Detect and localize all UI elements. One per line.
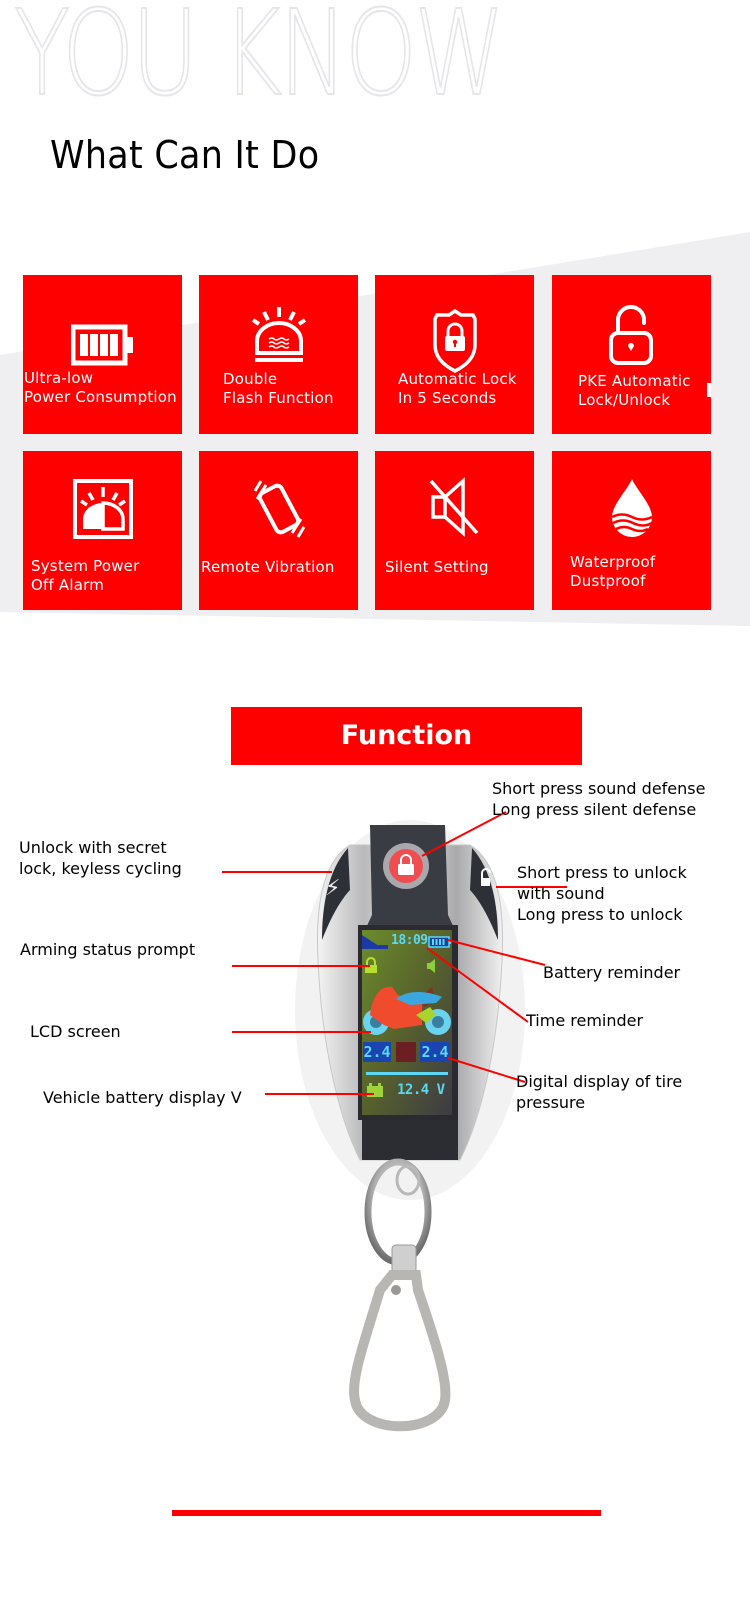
- lightning-icon: ⚡: [325, 876, 340, 901]
- callout-unlock-sound: Short press to unlock with sound Long pr…: [517, 863, 687, 924]
- callout-sound-defense: Short press sound defense Long press sil…: [492, 779, 706, 819]
- feature-label: Automatic Lock In 5 Seconds: [398, 370, 517, 407]
- screen-tire-left: 2.4: [363, 1042, 391, 1062]
- feature-card-flash: Double Flash Function: [199, 275, 358, 434]
- feature-card-waterproof: Waterproof Dustproof: [552, 451, 711, 610]
- feature-label: System Power Off Alarm: [31, 557, 140, 594]
- screen-time: 18:09: [391, 933, 428, 948]
- screen-tire-right: 2.4: [420, 1042, 450, 1062]
- flashing-beacon-icon: [251, 307, 306, 362]
- feature-card-power-off-alarm: System Power Off Alarm: [23, 451, 182, 610]
- feature-label: Double Flash Function: [223, 370, 334, 407]
- feature-label: Ultra-low Power Consumption: [24, 369, 177, 406]
- page-title: What Can It Do: [50, 133, 320, 177]
- callout-tire-pressure: Digital display of tire pressure: [516, 1072, 683, 1112]
- function-section-banner: Function: [231, 707, 582, 765]
- unlock-padlock-icon: [608, 305, 653, 365]
- screen-car-battery-icon: [367, 1083, 383, 1097]
- phone-vibration-icon: [253, 480, 305, 538]
- screen-divider: [366, 1072, 448, 1075]
- shield-lock-icon: [432, 309, 477, 373]
- screen-tire-indicator: [396, 1042, 416, 1062]
- callout-time-reminder: Time reminder: [526, 1011, 644, 1030]
- alarm-siren-icon: [72, 479, 133, 539]
- screen-voltage: 12.4 V: [397, 1082, 445, 1098]
- decorative-tick: [707, 383, 711, 397]
- speaker-mute-icon: [429, 477, 478, 537]
- feature-label: Remote Vibration: [201, 558, 335, 576]
- feature-label: PKE Automatic Lock/Unlock: [578, 372, 691, 409]
- feature-card-pke: PKE Automatic Lock/Unlock: [552, 275, 711, 434]
- battery-icon: [70, 324, 133, 366]
- section-divider-line: [172, 1510, 601, 1516]
- callout-battery-reminder: Battery reminder: [543, 963, 681, 982]
- feature-card-autolock: Automatic Lock In 5 Seconds: [375, 275, 534, 434]
- screen-lock-icon: [365, 957, 377, 973]
- feature-card-silent: Silent Setting: [375, 451, 534, 610]
- feature-card-power: Ultra-low Power Consumption: [23, 275, 182, 434]
- feature-card-vibration: Remote Vibration: [199, 451, 358, 610]
- feature-label: Silent Setting: [385, 558, 489, 576]
- callout-lcd-screen: LCD screen: [30, 1022, 121, 1041]
- feature-label: Waterproof Dustproof: [570, 553, 656, 590]
- callout-vehicle-battery: Vehicle battery display V: [43, 1088, 242, 1107]
- callout-arming-status: Arming status prompt: [20, 940, 196, 959]
- water-drop-icon: [610, 479, 653, 537]
- watermark-heading: YOU KNOW: [13, 0, 506, 122]
- callout-unlock-secret: Unlock with secret lock, keyless cycling: [19, 838, 182, 878]
